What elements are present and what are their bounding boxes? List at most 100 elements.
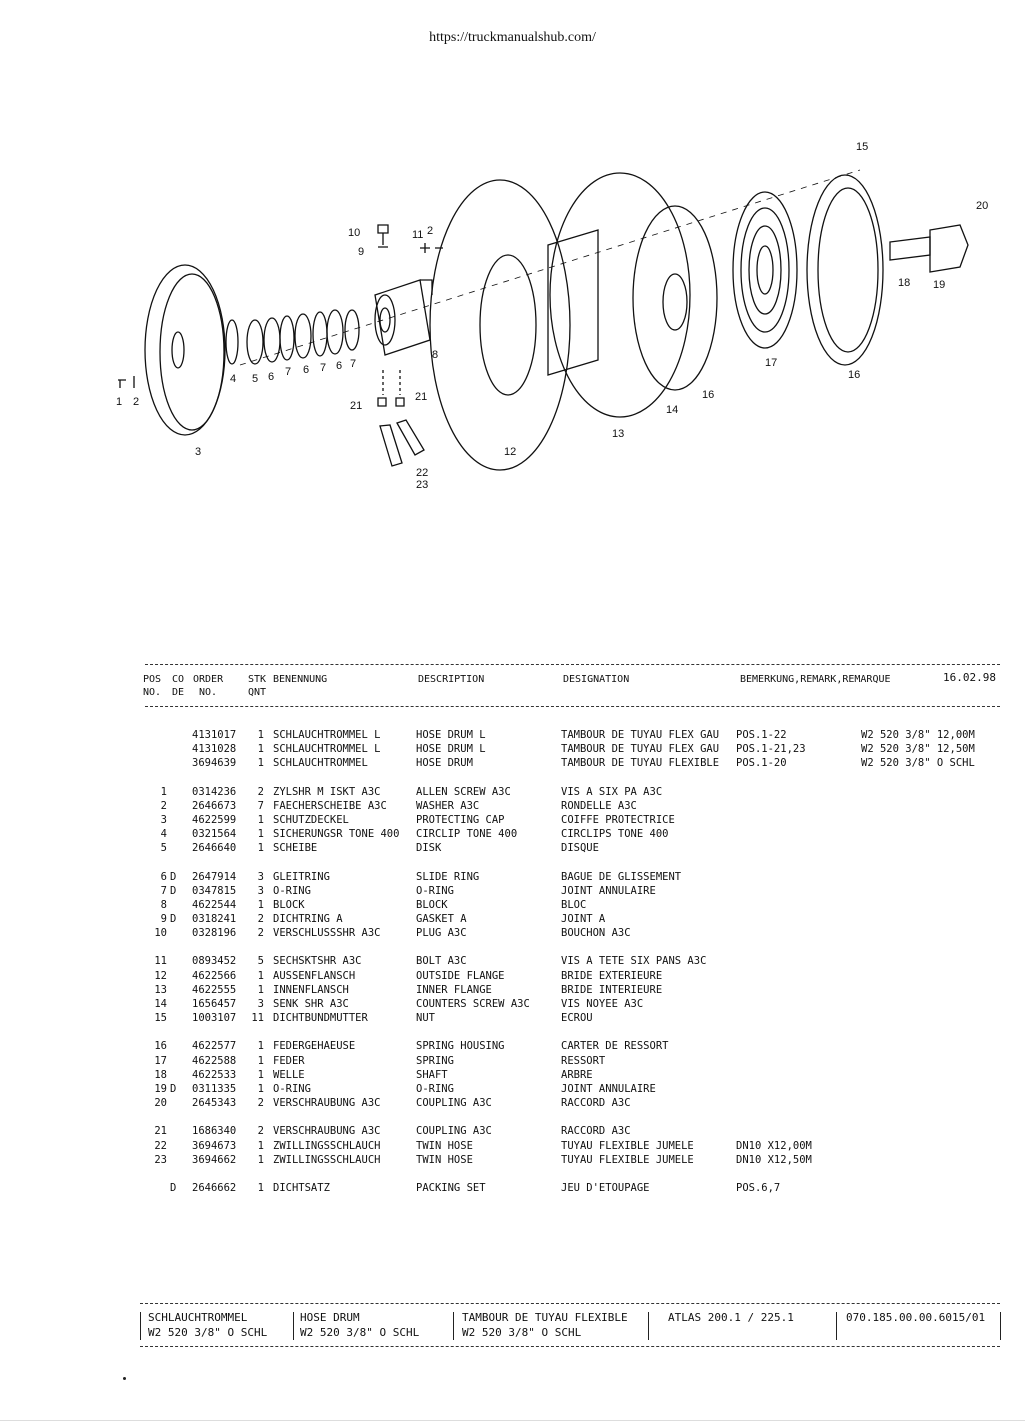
- cell-order: 2646662: [192, 1181, 237, 1194]
- cell-fr: CIRCLIPS TONE 400: [561, 828, 669, 841]
- cell-qty: 1: [257, 1181, 264, 1194]
- cell-fr: TUYAU FLEXIBLE JUMELE: [561, 1139, 694, 1152]
- cell-order: 4131017: [192, 729, 237, 741]
- cell-ben: ZWILLINGSSCHLAUCH: [273, 1139, 381, 1152]
- cell-desc: HOSE DRUM: [416, 757, 473, 770]
- callout-17: 17: [765, 357, 777, 369]
- callout-12: 12: [504, 446, 516, 458]
- cell-rem: POS.1-22: [736, 729, 787, 741]
- cell-order: 4131028: [192, 743, 237, 756]
- cell-desc: BOLT A3C: [416, 955, 467, 968]
- callout-21a: 21: [350, 400, 362, 412]
- cell-desc: INNER FLANGE: [416, 983, 492, 996]
- cell-qty: 7: [257, 799, 264, 812]
- cell-ben: SCHEIBE: [273, 842, 318, 855]
- cell-qty: 1: [257, 813, 264, 826]
- cell-desc: ALLEN SCREW A3C: [416, 785, 511, 798]
- cell-desc: OUTSIDE FLANGE: [416, 969, 505, 982]
- cell-desc: PLUG A3C: [416, 927, 467, 940]
- cell-qty: 2: [257, 1097, 264, 1110]
- callout-6c: 6: [336, 360, 342, 372]
- exploded-parts-diagram: 1 2 3 4 5 6 7 6 7 6 7 8 9 10 11 2 12 13 …: [116, 141, 988, 491]
- cell-order: 0893452: [192, 955, 237, 968]
- cell-desc: PROTECTING CAP: [416, 813, 505, 826]
- source-url: https://truckmanualshub.com/: [429, 30, 596, 45]
- cell-order: 0328196: [192, 927, 237, 940]
- protecting-cap-shape: [144, 264, 226, 436]
- callout-15: 15: [856, 141, 868, 153]
- cell-fr: JOINT ANNULAIRE: [561, 1082, 656, 1095]
- cell-desc: DISK: [416, 842, 442, 855]
- page-mark: [123, 1377, 126, 1380]
- header-bottom-rule: [145, 706, 1000, 707]
- cell-ben: GLEITRING: [273, 870, 330, 883]
- cell-rem2: W2 520 3/8" 12,00M: [861, 729, 975, 741]
- cell-qty: 2: [257, 785, 264, 798]
- cell-ben: SENK SHR A3C: [273, 998, 349, 1010]
- cell-fr: ECROU: [561, 1012, 593, 1025]
- cell-fr: RACCORD A3C: [561, 1097, 631, 1110]
- cell-order: 3694673: [192, 1139, 237, 1152]
- cell-pos: 12: [154, 969, 167, 982]
- cell-ben: VERSCHRAUBUNG A3C: [273, 1125, 381, 1138]
- cell-pos: 10: [154, 927, 167, 940]
- cell-fr: ARBRE: [561, 1068, 593, 1081]
- cell-order: 4622588: [192, 1054, 237, 1067]
- callout-2b: 2: [427, 225, 433, 237]
- cell-rem: DN10 X12,50M: [736, 1153, 812, 1166]
- cell-desc: HOSE DRUM L: [416, 729, 486, 741]
- spring-shape: [732, 191, 798, 349]
- cell-ben: SCHLAUCHTROMMEL: [273, 757, 368, 770]
- cell-qty: 1: [257, 1040, 264, 1053]
- cell-ben: FAECHERSCHEIBE A3C: [273, 799, 387, 812]
- callout-13: 13: [612, 428, 624, 440]
- callout-7c: 7: [350, 358, 356, 370]
- callout-20: 20: [976, 200, 988, 212]
- cell-desc: PACKING SET: [416, 1181, 486, 1194]
- cell-ben: VERSCHRAUBUNG A3C: [273, 1097, 381, 1110]
- cell-desc: BLOCK: [416, 898, 448, 911]
- footer-document-number: 070.185.00.00.6015/01: [846, 1311, 986, 1324]
- cell-order: 4622566: [192, 969, 237, 982]
- cell-qty: 1: [257, 1068, 264, 1081]
- cell-fr: RACCORD A3C: [561, 1125, 631, 1138]
- cell-order: 2645343: [192, 1097, 237, 1110]
- cell-pos: 22: [154, 1139, 167, 1152]
- header-description: DESCRIPTION: [418, 674, 485, 685]
- cell-rem: DN10 X12,00M: [736, 1139, 812, 1152]
- cell-desc: CIRCLIP TONE 400: [416, 828, 518, 841]
- callout-18: 18: [898, 277, 910, 289]
- cell-fr: BRIDE INTERIEURE: [561, 983, 663, 996]
- cell-pos: 6: [160, 870, 167, 883]
- cell-qty: 1: [257, 828, 264, 841]
- callout-2: 2: [133, 396, 139, 408]
- cell-fr: TAMBOUR DE TUYAU FLEX GAU: [561, 743, 720, 756]
- callout-11: 11: [412, 229, 423, 241]
- cell-pos: 14: [154, 998, 167, 1010]
- cell-ben: SECHSKTSHR A3C: [273, 955, 362, 968]
- footer-atlas-model: ATLAS 200.1 / 225.1: [668, 1311, 794, 1324]
- cell-order: 0314236: [192, 785, 237, 798]
- cell-desc: GASKET A: [416, 913, 467, 926]
- cell-code: D: [170, 913, 177, 926]
- callout-5: 5: [252, 373, 258, 385]
- cell-desc: TWIN HOSE: [416, 1139, 473, 1152]
- cell-desc: SHAFT: [416, 1068, 448, 1081]
- header-benennung: BENENNUNG: [273, 674, 328, 685]
- cell-fr: VIS A TETE SIX PANS A3C: [561, 955, 707, 968]
- cell-qty: 2: [257, 927, 264, 940]
- cell-pos: 2: [160, 799, 167, 812]
- cell-qty: 2: [257, 913, 264, 926]
- cell-order: 0311335: [192, 1082, 237, 1095]
